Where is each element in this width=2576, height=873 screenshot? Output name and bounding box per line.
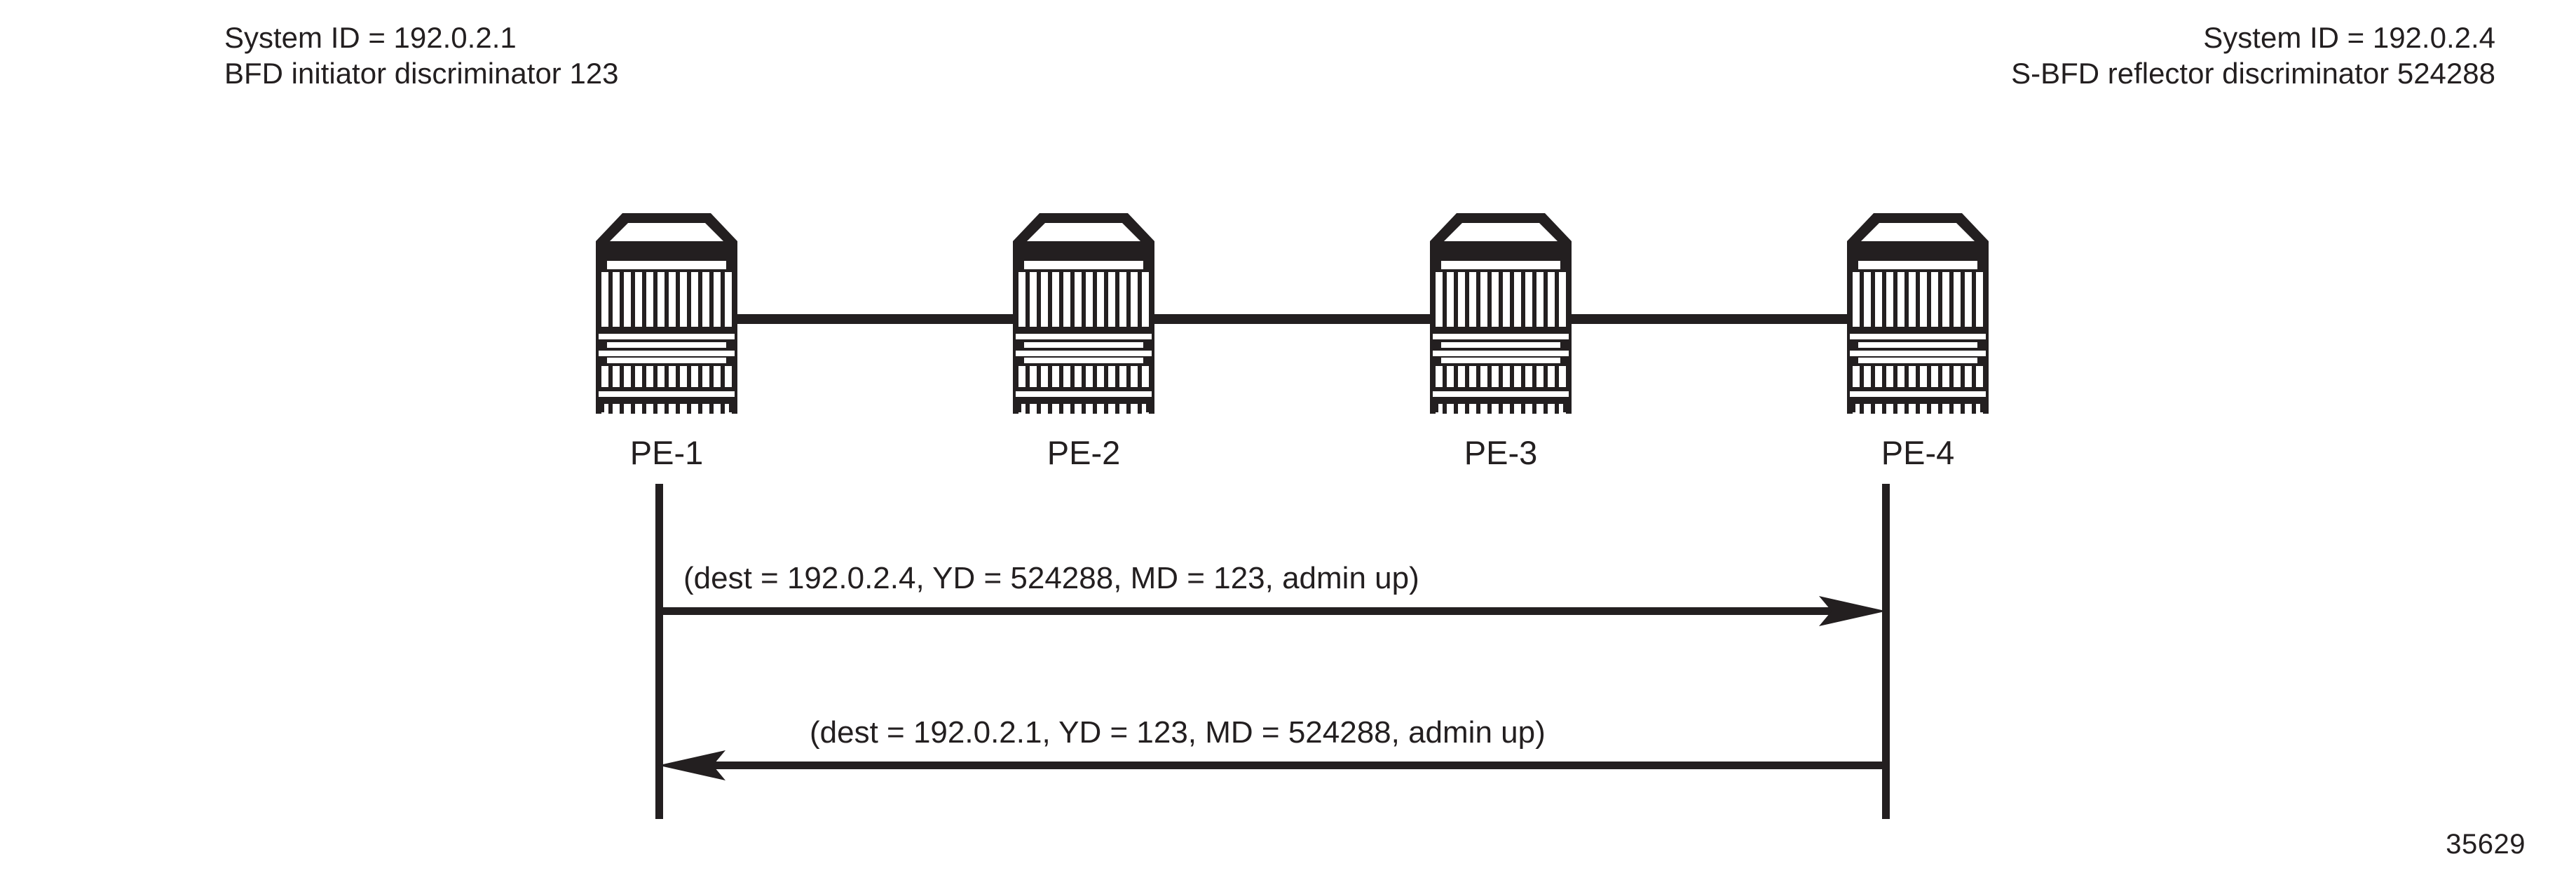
router-icon — [1013, 213, 1154, 414]
endpoint-right-discriminator: S-BFD reflector discriminator 524288 — [2011, 57, 2495, 90]
lifeline-pe-1 — [655, 484, 663, 819]
arrow-left-icon — [658, 750, 1889, 780]
router-pe-3[interactable] — [1423, 210, 1579, 414]
endpoint-left-discriminator: BFD initiator discriminator 123 — [224, 57, 619, 90]
router-icon — [596, 213, 737, 414]
endpoint-left-system-id: System ID = 192.0.2.1 — [224, 21, 517, 54]
router-icon — [1847, 213, 1989, 414]
message-label-reflector-to-initiator: (dest = 192.0.2.1, YD = 123, MD = 524288… — [810, 715, 1546, 750]
node-label-pe-2: PE-2 — [1047, 434, 1121, 471]
message-initiator-to-reflector — [655, 589, 1889, 638]
message-reflector-to-initiator — [655, 743, 1889, 792]
router-pe-4[interactable] — [1840, 210, 1996, 414]
arrow-right-icon — [655, 596, 1886, 626]
lifeline-pe-4 — [1882, 484, 1890, 819]
link-pe3-pe4 — [1563, 314, 1851, 324]
message-label-initiator-to-reflector: (dest = 192.0.2.4, YD = 524288, MD = 123… — [683, 561, 1419, 595]
router-pe-1[interactable] — [589, 210, 744, 414]
endpoint-right-system-id: System ID = 192.0.2.4 — [2203, 21, 2495, 54]
router-icon — [1430, 213, 1572, 414]
node-label-pe-4: PE-4 — [1881, 434, 1955, 471]
endpoint-annotation-left: System ID = 192.0.2.1 BFD initiator disc… — [224, 20, 619, 91]
router-pe-2[interactable] — [1006, 210, 1161, 414]
node-label-pe-1: PE-1 — [629, 434, 704, 471]
link-pe2-pe3 — [1146, 314, 1433, 324]
link-pe1-pe2 — [729, 314, 1016, 324]
endpoint-annotation-right: System ID = 192.0.2.4 S-BFD reflector di… — [2011, 20, 2495, 91]
figure-number: 35629 — [2446, 829, 2526, 860]
node-label-pe-3: PE-3 — [1464, 434, 1538, 471]
